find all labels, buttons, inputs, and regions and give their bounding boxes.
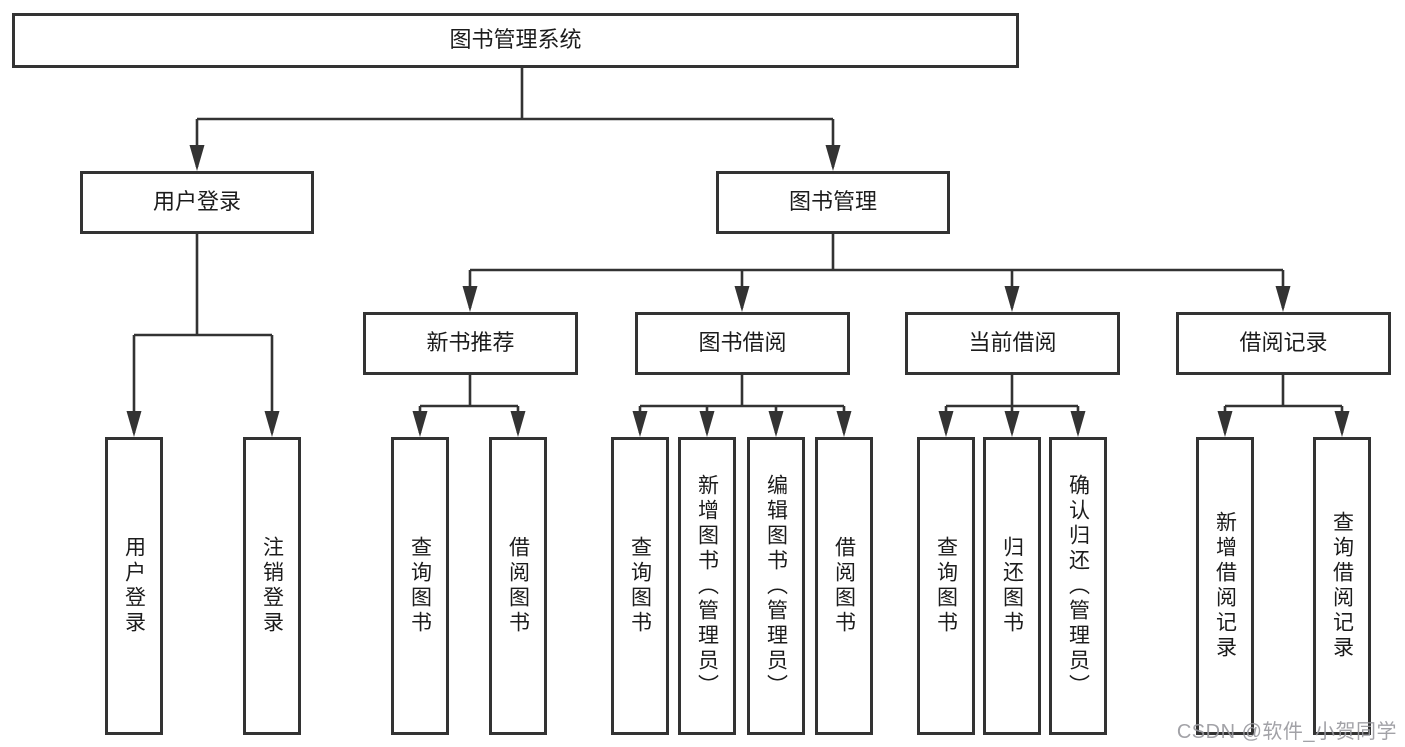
node-book-management-label: 图书管理: [788, 189, 877, 215]
leaf-user-login: 用户登录: [105, 437, 163, 735]
leaf-current-confirm-return-admin-label: 确认归还（管理员）: [1066, 473, 1090, 699]
leaf-recommend-query-books: 查询图书: [391, 437, 449, 735]
leaf-records-add-record: 新增借阅记录: [1196, 437, 1254, 735]
node-current-borrow: 当前借阅: [905, 312, 1120, 375]
leaf-current-query-books-label: 查询图书: [934, 536, 958, 636]
node-new-book-recommend-label: 新书推荐: [426, 330, 515, 356]
leaf-current-return-books-label: 归还图书: [1000, 536, 1024, 636]
leaf-records-add-record-label: 新增借阅记录: [1213, 511, 1237, 661]
leaf-recommend-borrow-books: 借阅图书: [489, 437, 547, 735]
leaf-logout: 注销登录: [243, 437, 301, 735]
node-user-login: 用户登录: [80, 171, 314, 234]
leaf-current-query-books: 查询图书: [917, 437, 975, 735]
node-book-management: 图书管理: [716, 171, 950, 234]
leaf-records-query-record: 查询借阅记录: [1313, 437, 1371, 735]
leaf-user-login-label: 用户登录: [122, 536, 146, 636]
leaf-borrow-add-books-admin: 新增图书（管理员）: [678, 437, 736, 735]
leaf-current-return-books: 归还图书: [983, 437, 1041, 735]
leaf-logout-label: 注销登录: [260, 536, 284, 636]
leaf-borrow-borrow-books: 借阅图书: [815, 437, 873, 735]
leaf-borrow-edit-books-admin-label: 编辑图书（管理员）: [764, 473, 788, 699]
leaf-recommend-borrow-books-label: 借阅图书: [506, 536, 530, 636]
leaf-borrow-add-books-admin-label: 新增图书（管理员）: [695, 473, 719, 699]
leaf-current-confirm-return-admin: 确认归还（管理员）: [1049, 437, 1107, 735]
node-book-borrow-label: 图书借阅: [698, 330, 787, 356]
node-root-label: 图书管理系统: [449, 27, 582, 53]
leaf-borrow-edit-books-admin: 编辑图书（管理员）: [747, 437, 805, 735]
node-root: 图书管理系统: [12, 13, 1019, 68]
leaf-records-query-record-label: 查询借阅记录: [1330, 511, 1354, 661]
leaf-borrow-query-books-label: 查询图书: [628, 536, 652, 636]
node-book-borrow: 图书借阅: [635, 312, 850, 375]
node-current-borrow-label: 当前借阅: [968, 330, 1057, 356]
leaf-borrow-query-books: 查询图书: [611, 437, 669, 735]
node-borrow-records-label: 借阅记录: [1239, 330, 1328, 356]
node-user-login-label: 用户登录: [152, 189, 241, 215]
leaf-recommend-query-books-label: 查询图书: [408, 536, 432, 636]
node-new-book-recommend: 新书推荐: [363, 312, 578, 375]
csdn-watermark: CSDN @软件_小贺同学: [1176, 721, 1397, 743]
node-borrow-records: 借阅记录: [1176, 312, 1391, 375]
leaf-borrow-borrow-books-label: 借阅图书: [832, 536, 856, 636]
